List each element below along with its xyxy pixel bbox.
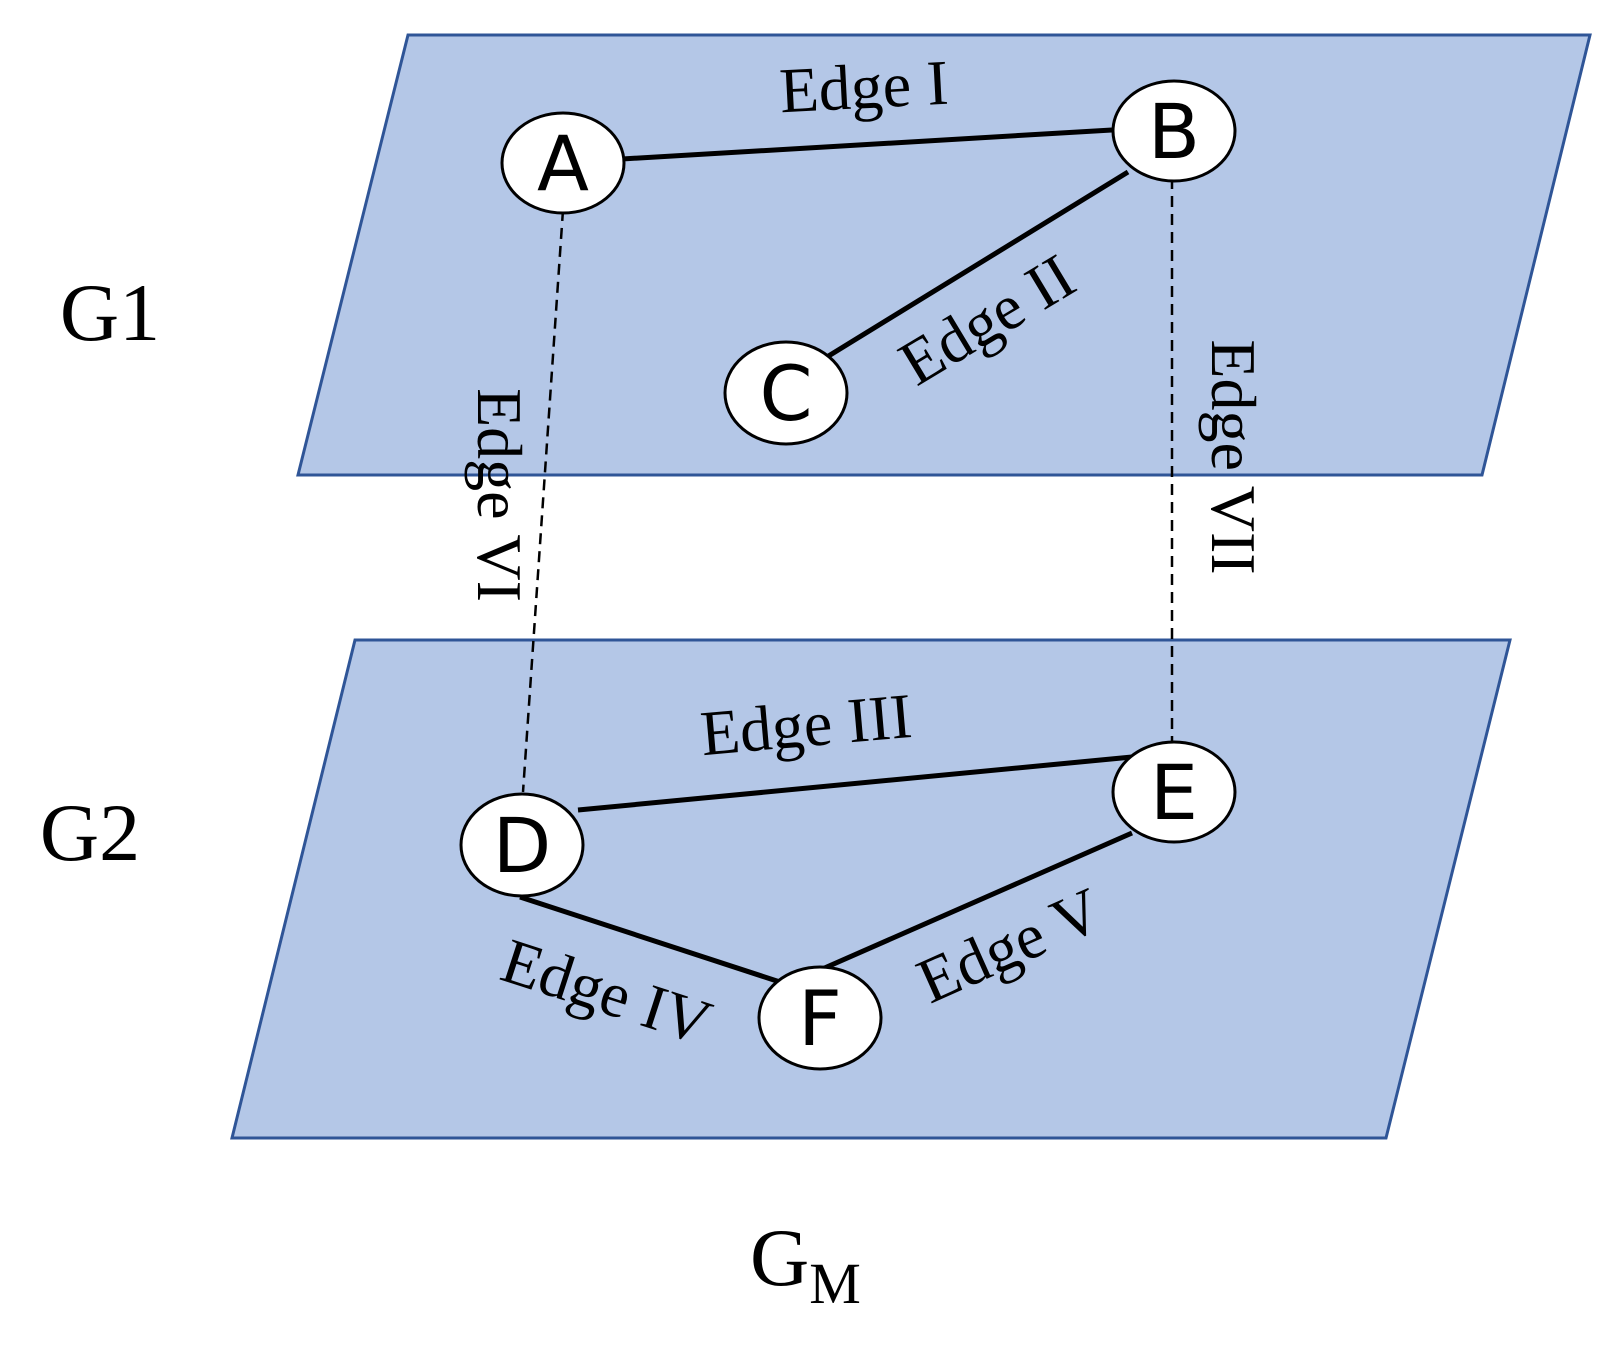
layer-label-g2: G2: [40, 787, 140, 878]
edge-iv-line: [519, 894, 781, 985]
node-d: D: [459, 792, 585, 898]
node-c: C: [723, 340, 849, 446]
diagram-caption: GM: [750, 1212, 861, 1316]
edge-v-line: [818, 830, 1134, 973]
node-c-circle: [723, 340, 849, 446]
node-a-label: A: [537, 119, 589, 208]
node-f-circle: [757, 965, 883, 1071]
caption-subscript: M: [809, 1251, 861, 1316]
node-e: E: [1111, 740, 1237, 844]
edge-ii-line: [820, 169, 1130, 363]
node-b-circle: [1111, 79, 1237, 183]
edge-iii-line: [577, 754, 1133, 813]
node-b: B: [1111, 79, 1237, 183]
node-e-circle: [1111, 740, 1237, 844]
node-f: F: [757, 965, 883, 1071]
node-d-label: D: [493, 801, 552, 890]
edge-i-label: Edge I: [778, 47, 950, 127]
node-e-label: E: [1150, 748, 1198, 837]
node-a-circle: [500, 111, 626, 215]
layer-label-g1: G1: [60, 267, 160, 358]
node-b-label: B: [1148, 87, 1200, 176]
node-d-circle: [459, 792, 585, 898]
edge-vi-label: Edge VI: [464, 388, 535, 602]
edge-i-line: [621, 127, 1113, 162]
edge-vii-label: Edge VII: [1198, 339, 1269, 574]
node-a: A: [500, 111, 626, 215]
node-c-label: C: [759, 349, 812, 438]
edge-vi-line: [521, 209, 565, 793]
caption-main: G: [750, 1212, 809, 1303]
node-f-label: F: [798, 974, 842, 1063]
